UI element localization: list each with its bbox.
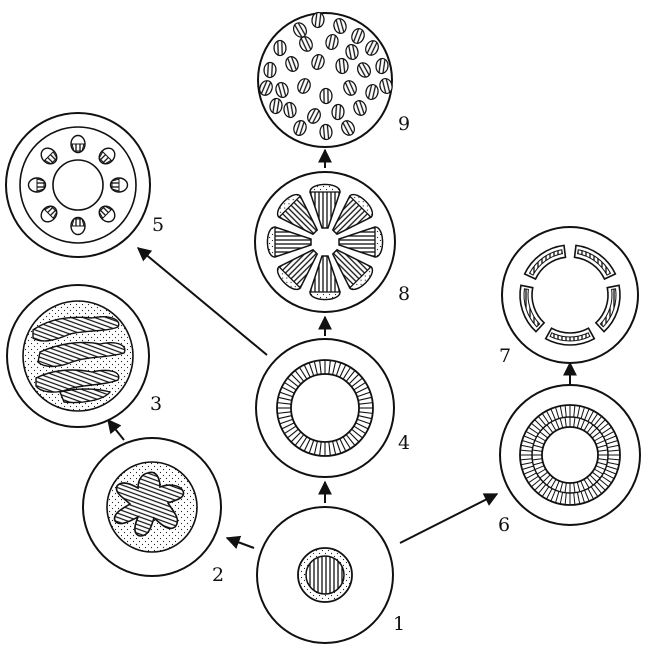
label-stage-5: 5 — [152, 214, 164, 236]
label-stage-2: 2 — [212, 564, 224, 586]
stage-6-siphonostele — [499, 384, 641, 526]
label-stage-3: 3 — [150, 393, 162, 415]
stage-5-eustele — [5, 112, 151, 258]
arrow-1-to-2 — [225, 535, 255, 549]
stage-2-actinostele — [82, 437, 222, 577]
label-stage-1: 1 — [393, 613, 405, 635]
stage-8-eustele-large-bundles — [254, 171, 396, 313]
arrow-2-to-3 — [107, 418, 125, 441]
label-stage-6: 6 — [498, 514, 510, 536]
arrow-1-to-6 — [399, 493, 499, 544]
label-stage-7: 7 — [499, 345, 511, 367]
stage-7-dictyostele — [501, 226, 639, 364]
stage-3-plectostele — [6, 284, 150, 428]
stage-1-protostele — [256, 506, 394, 644]
stage-9-atactostele — [257, 11, 393, 148]
arrow-4-to-5 — [136, 247, 268, 356]
arrows — [107, 148, 577, 549]
label-stage-4: 4 — [398, 432, 410, 454]
label-stage-9: 9 — [398, 113, 410, 135]
stage-4-siphonostele — [255, 338, 395, 478]
label-stage-8: 8 — [398, 283, 410, 305]
